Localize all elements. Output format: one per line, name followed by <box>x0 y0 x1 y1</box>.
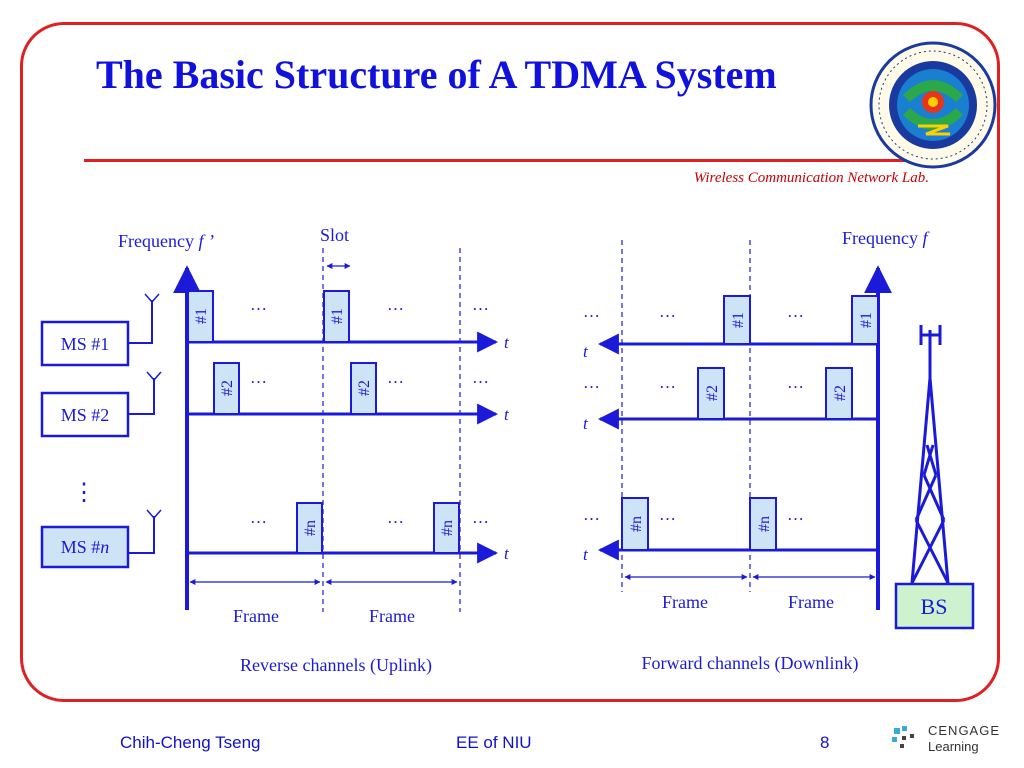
uplink-section: Frequency f ’ Slot t t t #1 #1 #2 #2 <box>40 225 510 676</box>
svg-text:#2: #2 <box>219 380 236 396</box>
antenna-icon <box>146 371 162 382</box>
ellipsis: … <box>787 505 804 524</box>
time-label: t <box>504 405 510 424</box>
downlink-slot-1a: #1 <box>723 295 751 345</box>
lab-name: Wireless Communication Network Lab. <box>693 170 929 186</box>
ellipsis: … <box>659 302 676 321</box>
downlink-slot-nb: #n <box>749 497 777 551</box>
cengage-wordmark: CENGAGE <box>928 723 1001 738</box>
ellipsis: … <box>472 508 489 527</box>
svg-text:#n: #n <box>628 516 645 532</box>
footer-course: EE of NIU <box>456 733 532 752</box>
uplink-caption: Reverse channels (Uplink) <box>240 655 432 676</box>
downlink-caption: Forward channels (Downlink) <box>642 653 859 674</box>
downlink-frequency-label: Frequency f <box>842 228 930 248</box>
antenna-icon <box>144 293 160 304</box>
base-station-label: BS <box>921 594 948 619</box>
ellipsis: … <box>787 302 804 321</box>
base-station: BS <box>894 582 975 630</box>
cengage-learning-wordmark: Learning <box>928 739 979 754</box>
mobile-station-n: MS #n <box>40 509 162 569</box>
slide-border <box>20 22 1000 702</box>
base-station-tower-icon <box>910 325 950 584</box>
ellipsis: … <box>472 368 489 387</box>
uplink-frame-label: Frame <box>233 606 279 626</box>
ellipsis: … <box>583 302 600 321</box>
cengage-mark-icon <box>892 726 914 748</box>
ellipsis: … <box>787 373 804 392</box>
ellipsis: … <box>583 505 600 524</box>
uplink-slot-na: #n <box>296 502 323 554</box>
slot-label: Slot <box>320 225 349 245</box>
uplink-frequency-label: Frequency f ’ <box>118 231 214 251</box>
svg-text:#n: #n <box>302 520 319 536</box>
downlink-section: Frequency f t t t #1 #1 #2 #2 #n <box>583 228 975 674</box>
time-label: t <box>583 414 589 433</box>
station-label: MS #n <box>61 537 110 557</box>
uplink-frame-label: Frame <box>369 606 415 626</box>
svg-text:#2: #2 <box>832 385 849 401</box>
svg-text:#n: #n <box>756 516 773 532</box>
mobile-station-2: MS #2 <box>40 371 162 438</box>
ellipsis: … <box>583 373 600 392</box>
ellipsis: … <box>250 295 267 314</box>
station-label: MS #1 <box>61 334 110 354</box>
time-label: t <box>504 544 510 563</box>
cengage-logo: CENGAGE Learning <box>888 720 1018 760</box>
svg-text:#1: #1 <box>329 308 346 324</box>
ellipsis: … <box>387 368 404 387</box>
downlink-slot-2b: #2 <box>825 367 853 420</box>
svg-text:#2: #2 <box>704 385 721 401</box>
downlink-frame-label: Frame <box>788 592 834 612</box>
uplink-slot-2a: #2 <box>213 362 240 415</box>
footer-page-number: 8 <box>820 733 830 752</box>
svg-text:#1: #1 <box>858 312 875 328</box>
downlink-slot-na: #n <box>621 497 649 551</box>
ellipsis: … <box>659 373 676 392</box>
svg-text:#n: #n <box>439 520 456 536</box>
university-seal-logo <box>869 41 997 169</box>
slide-title: The Basic Structure of A TDMA System <box>96 52 777 97</box>
antenna-icon <box>146 509 162 520</box>
title-underline <box>84 159 946 162</box>
time-label: t <box>504 333 510 352</box>
downlink-frame-label: Frame <box>662 592 708 612</box>
time-label: t <box>583 545 589 564</box>
uplink-slot-nb: #n <box>433 502 460 554</box>
ellipsis: … <box>250 368 267 387</box>
footer-author: Chih-Cheng Tseng <box>120 733 261 752</box>
uplink-slot-2b: #2 <box>350 362 377 415</box>
mobile-station-1: MS #1 <box>40 293 160 367</box>
station-label: MS #2 <box>61 405 110 425</box>
time-label: t <box>583 342 589 361</box>
svg-text:#1: #1 <box>730 312 747 328</box>
downlink-slot-1b: #1 <box>851 295 879 345</box>
ellipsis: … <box>250 508 267 527</box>
ellipsis: … <box>387 295 404 314</box>
ellipsis: … <box>659 505 676 524</box>
ellipsis: … <box>472 295 489 314</box>
more-stations-dots: ⋮ <box>72 480 96 506</box>
uplink-slot-1a: #1 <box>187 290 214 343</box>
ellipsis: … <box>387 508 404 527</box>
uplink-slot-1b: #1 <box>323 290 350 343</box>
svg-text:#1: #1 <box>193 308 210 324</box>
downlink-slot-2a: #2 <box>697 367 725 420</box>
svg-text:#2: #2 <box>356 380 373 396</box>
